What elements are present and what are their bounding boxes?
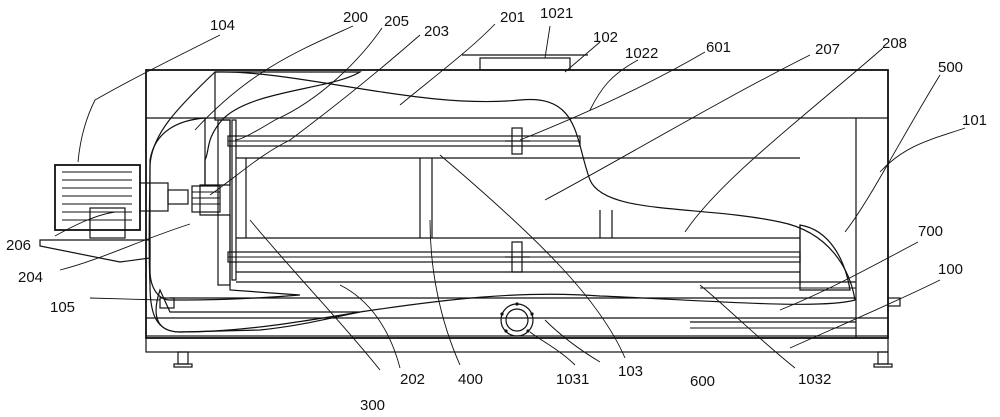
label-208: 208 <box>882 35 907 52</box>
label-101: 101 <box>962 112 987 129</box>
label-1022: 1022 <box>625 45 658 62</box>
inner-drum <box>231 119 801 285</box>
label-202: 202 <box>400 371 425 388</box>
hatched-end-section <box>149 71 851 333</box>
label-105: 105 <box>50 299 75 316</box>
motor <box>39 164 189 263</box>
label-104: 104 <box>210 17 235 34</box>
label-600: 600 <box>690 373 715 390</box>
label-400: 400 <box>458 371 483 388</box>
label-1031: 1031 <box>556 371 589 388</box>
label-207: 207 <box>815 41 840 58</box>
leader-lines <box>54 23 966 371</box>
reference-labels: 104 200 205 203 201 1021 102 1022 601 20… <box>6 5 987 414</box>
label-200: 200 <box>343 9 368 26</box>
label-100: 100 <box>938 261 963 278</box>
lower-shaft <box>227 241 856 283</box>
label-601: 601 <box>706 39 731 56</box>
label-205: 205 <box>384 13 409 30</box>
label-201: 201 <box>500 9 525 26</box>
cutaway-outline <box>148 71 856 333</box>
label-1032: 1032 <box>798 371 831 388</box>
sensor-105 <box>159 297 175 309</box>
bottom-trays <box>170 287 856 329</box>
outer-housing <box>145 54 901 368</box>
label-203: 203 <box>424 23 449 40</box>
label-102: 102 <box>593 29 618 46</box>
label-206: 206 <box>6 237 31 254</box>
label-103: 103 <box>618 363 643 380</box>
label-204: 204 <box>18 269 43 286</box>
label-500: 500 <box>938 59 963 76</box>
upper-shaft <box>227 127 581 155</box>
gear-assembly <box>191 119 231 286</box>
outlet-port <box>500 302 534 337</box>
label-700: 700 <box>918 223 943 240</box>
label-1021: 1021 <box>540 5 573 22</box>
label-300: 300 <box>360 397 385 414</box>
